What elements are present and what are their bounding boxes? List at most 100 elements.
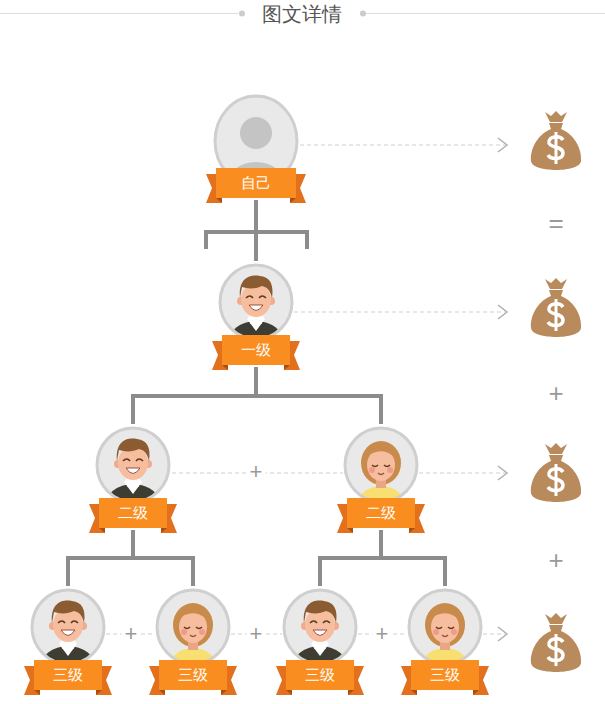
ribbon-label: 二级	[83, 498, 183, 528]
member-node: 一级	[206, 265, 306, 365]
member-node: 三级	[143, 590, 243, 690]
ribbon-fold	[161, 528, 167, 533]
ribbon-band	[159, 660, 227, 690]
avatar-eye	[259, 296, 266, 298]
operator-sign: +	[247, 461, 266, 483]
ribbon-fold	[347, 528, 353, 533]
avatar-eye	[123, 459, 130, 461]
ribbon-fold	[222, 365, 228, 370]
bag-body	[531, 455, 581, 502]
avatar-eye	[58, 621, 65, 623]
avatar-eye	[246, 296, 253, 298]
avatar-rim	[157, 590, 229, 664]
avatar-cheek	[433, 629, 439, 635]
ribbon-label: 三级	[270, 660, 370, 690]
ribbon-band	[99, 498, 167, 528]
avatar-ground	[32, 590, 104, 664]
bag-body	[531, 625, 581, 672]
member-level: 三级	[53, 666, 83, 684]
operator-sign: +	[545, 547, 566, 573]
avatar-eye	[448, 627, 454, 629]
avatar	[97, 428, 169, 528]
ribbon-label: 一级	[206, 335, 306, 365]
avatar-eye	[136, 459, 143, 461]
title-dot	[239, 11, 245, 17]
ribbon-band	[34, 660, 102, 690]
avatar-ground	[284, 590, 356, 664]
ribbon-fold	[99, 528, 105, 533]
avatar-eye	[184, 627, 190, 629]
tree-connector	[320, 530, 381, 586]
avatar-cheek	[369, 467, 375, 473]
page-title: 图文详情	[256, 2, 348, 26]
member-node: 二级	[83, 428, 183, 528]
ribbon-banner	[337, 498, 425, 533]
avatar-face	[53, 608, 83, 642]
avatar-collar	[247, 315, 265, 331]
avatar-figure	[225, 117, 287, 214]
operator-sign: +	[545, 380, 566, 406]
ribbon-banner	[401, 660, 489, 695]
ribbon-label: 三级	[395, 660, 495, 690]
dollar-symbol	[555, 464, 558, 496]
dollar-symbol	[555, 634, 558, 666]
avatar-mouth	[249, 305, 263, 311]
leader-line	[300, 145, 505, 146]
avatar-ground	[220, 265, 292, 339]
bag-knot	[545, 111, 567, 122]
avatar-eye	[372, 465, 378, 467]
ribbon-fold	[284, 365, 290, 370]
ribbon-label: 自己	[206, 168, 306, 198]
ribbon-fold	[159, 690, 165, 695]
arrowhead	[498, 305, 507, 319]
avatar-mouth	[378, 473, 384, 475]
ribbon-banner	[89, 498, 177, 533]
ribbon-fold	[96, 690, 102, 695]
avatar-head	[240, 117, 272, 149]
avatar-face	[118, 446, 148, 480]
bag-knot	[545, 443, 567, 454]
leader-line	[419, 473, 505, 474]
member-node: 自己	[206, 96, 306, 198]
arrowhead	[498, 627, 507, 641]
avatar-bangs	[363, 446, 399, 465]
ribbon-fold	[216, 198, 222, 203]
avatar-eye	[310, 621, 317, 623]
avatar-mouth	[190, 635, 196, 637]
ribbon-band	[411, 660, 479, 690]
ribbon-banner	[212, 335, 300, 370]
avatar	[32, 590, 104, 690]
avatar-face	[305, 608, 335, 642]
ribbon-banner	[24, 660, 112, 695]
bag-knot	[545, 613, 567, 624]
ribbon-band	[286, 660, 354, 690]
member-level: 二级	[118, 504, 148, 522]
avatar-cheek	[387, 467, 393, 473]
title-rule-right	[366, 13, 605, 14]
avatar-hair	[52, 601, 85, 623]
member-node: 三级	[395, 590, 495, 690]
avatar-cheek	[451, 629, 457, 635]
ribbon-fold	[473, 690, 479, 695]
ribbon-label: 三级	[18, 660, 118, 690]
avatar-rim	[409, 590, 481, 664]
avatar-rim	[97, 428, 169, 502]
dollar-symbol	[555, 299, 558, 331]
avatar-rim	[345, 428, 417, 502]
ribbon-banner	[276, 660, 364, 695]
member-level: 二级	[366, 504, 396, 522]
member-node: 二级	[331, 428, 431, 528]
avatar	[220, 265, 292, 365]
money-bag	[531, 443, 581, 502]
member-level: 三级	[305, 666, 335, 684]
avatar-ground	[97, 428, 169, 502]
member-node: 三级	[270, 590, 370, 690]
title-dot	[360, 11, 366, 17]
avatar-eye	[71, 621, 78, 623]
tree-connector	[68, 530, 133, 586]
avatar-mouth	[61, 630, 75, 636]
ribbon-fold	[34, 690, 40, 695]
